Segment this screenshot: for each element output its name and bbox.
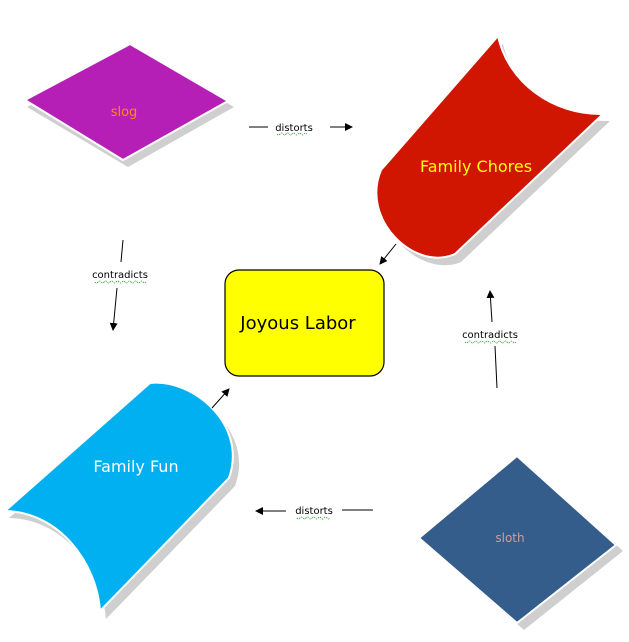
joyous-labor-box — [224, 269, 385, 377]
connector-label: distorts — [295, 506, 333, 517]
connector-slog-contradicts: contradicts — [92, 239, 148, 331]
slog-node: slog — [22, 42, 234, 167]
joyous-labor-label: Joyous Labor — [239, 313, 356, 334]
sloth-label: sloth — [495, 531, 524, 545]
family-fun-shape — [2, 381, 234, 614]
sloth-diamond — [417, 454, 618, 625]
connector-arrow — [109, 287, 118, 331]
slog-diamond — [22, 42, 231, 162]
slog-label: slog — [111, 105, 138, 120]
connector-sloth-contradicts: contradicts — [462, 290, 518, 389]
connector-arrow — [486, 290, 495, 323]
connector-label: contradicts — [92, 270, 148, 281]
sloth-node: sloth — [417, 454, 623, 630]
family-chores-node: Family Chores — [375, 33, 610, 266]
connector-slog-distorts: distorts — [249, 123, 353, 136]
connector-label: contradicts — [462, 330, 518, 341]
family-fun-node: Family Fun — [2, 381, 240, 619]
connector-line — [120, 239, 124, 263]
connector-arrow — [211, 388, 230, 409]
connector-line — [494, 345, 498, 389]
family-chores-shape — [375, 33, 606, 259]
connector-arrow — [379, 243, 397, 265]
connector-chores-to-center — [379, 243, 397, 265]
connector-fun-to-center — [211, 388, 230, 409]
connector-label: distorts — [275, 123, 313, 134]
joyous-labor-node: Joyous Labor — [224, 269, 385, 377]
family-chores-label: Family Chores — [420, 157, 532, 176]
connector-sloth-distorts: distorts — [255, 506, 373, 520]
family-fun-label: Family Fun — [93, 457, 178, 476]
